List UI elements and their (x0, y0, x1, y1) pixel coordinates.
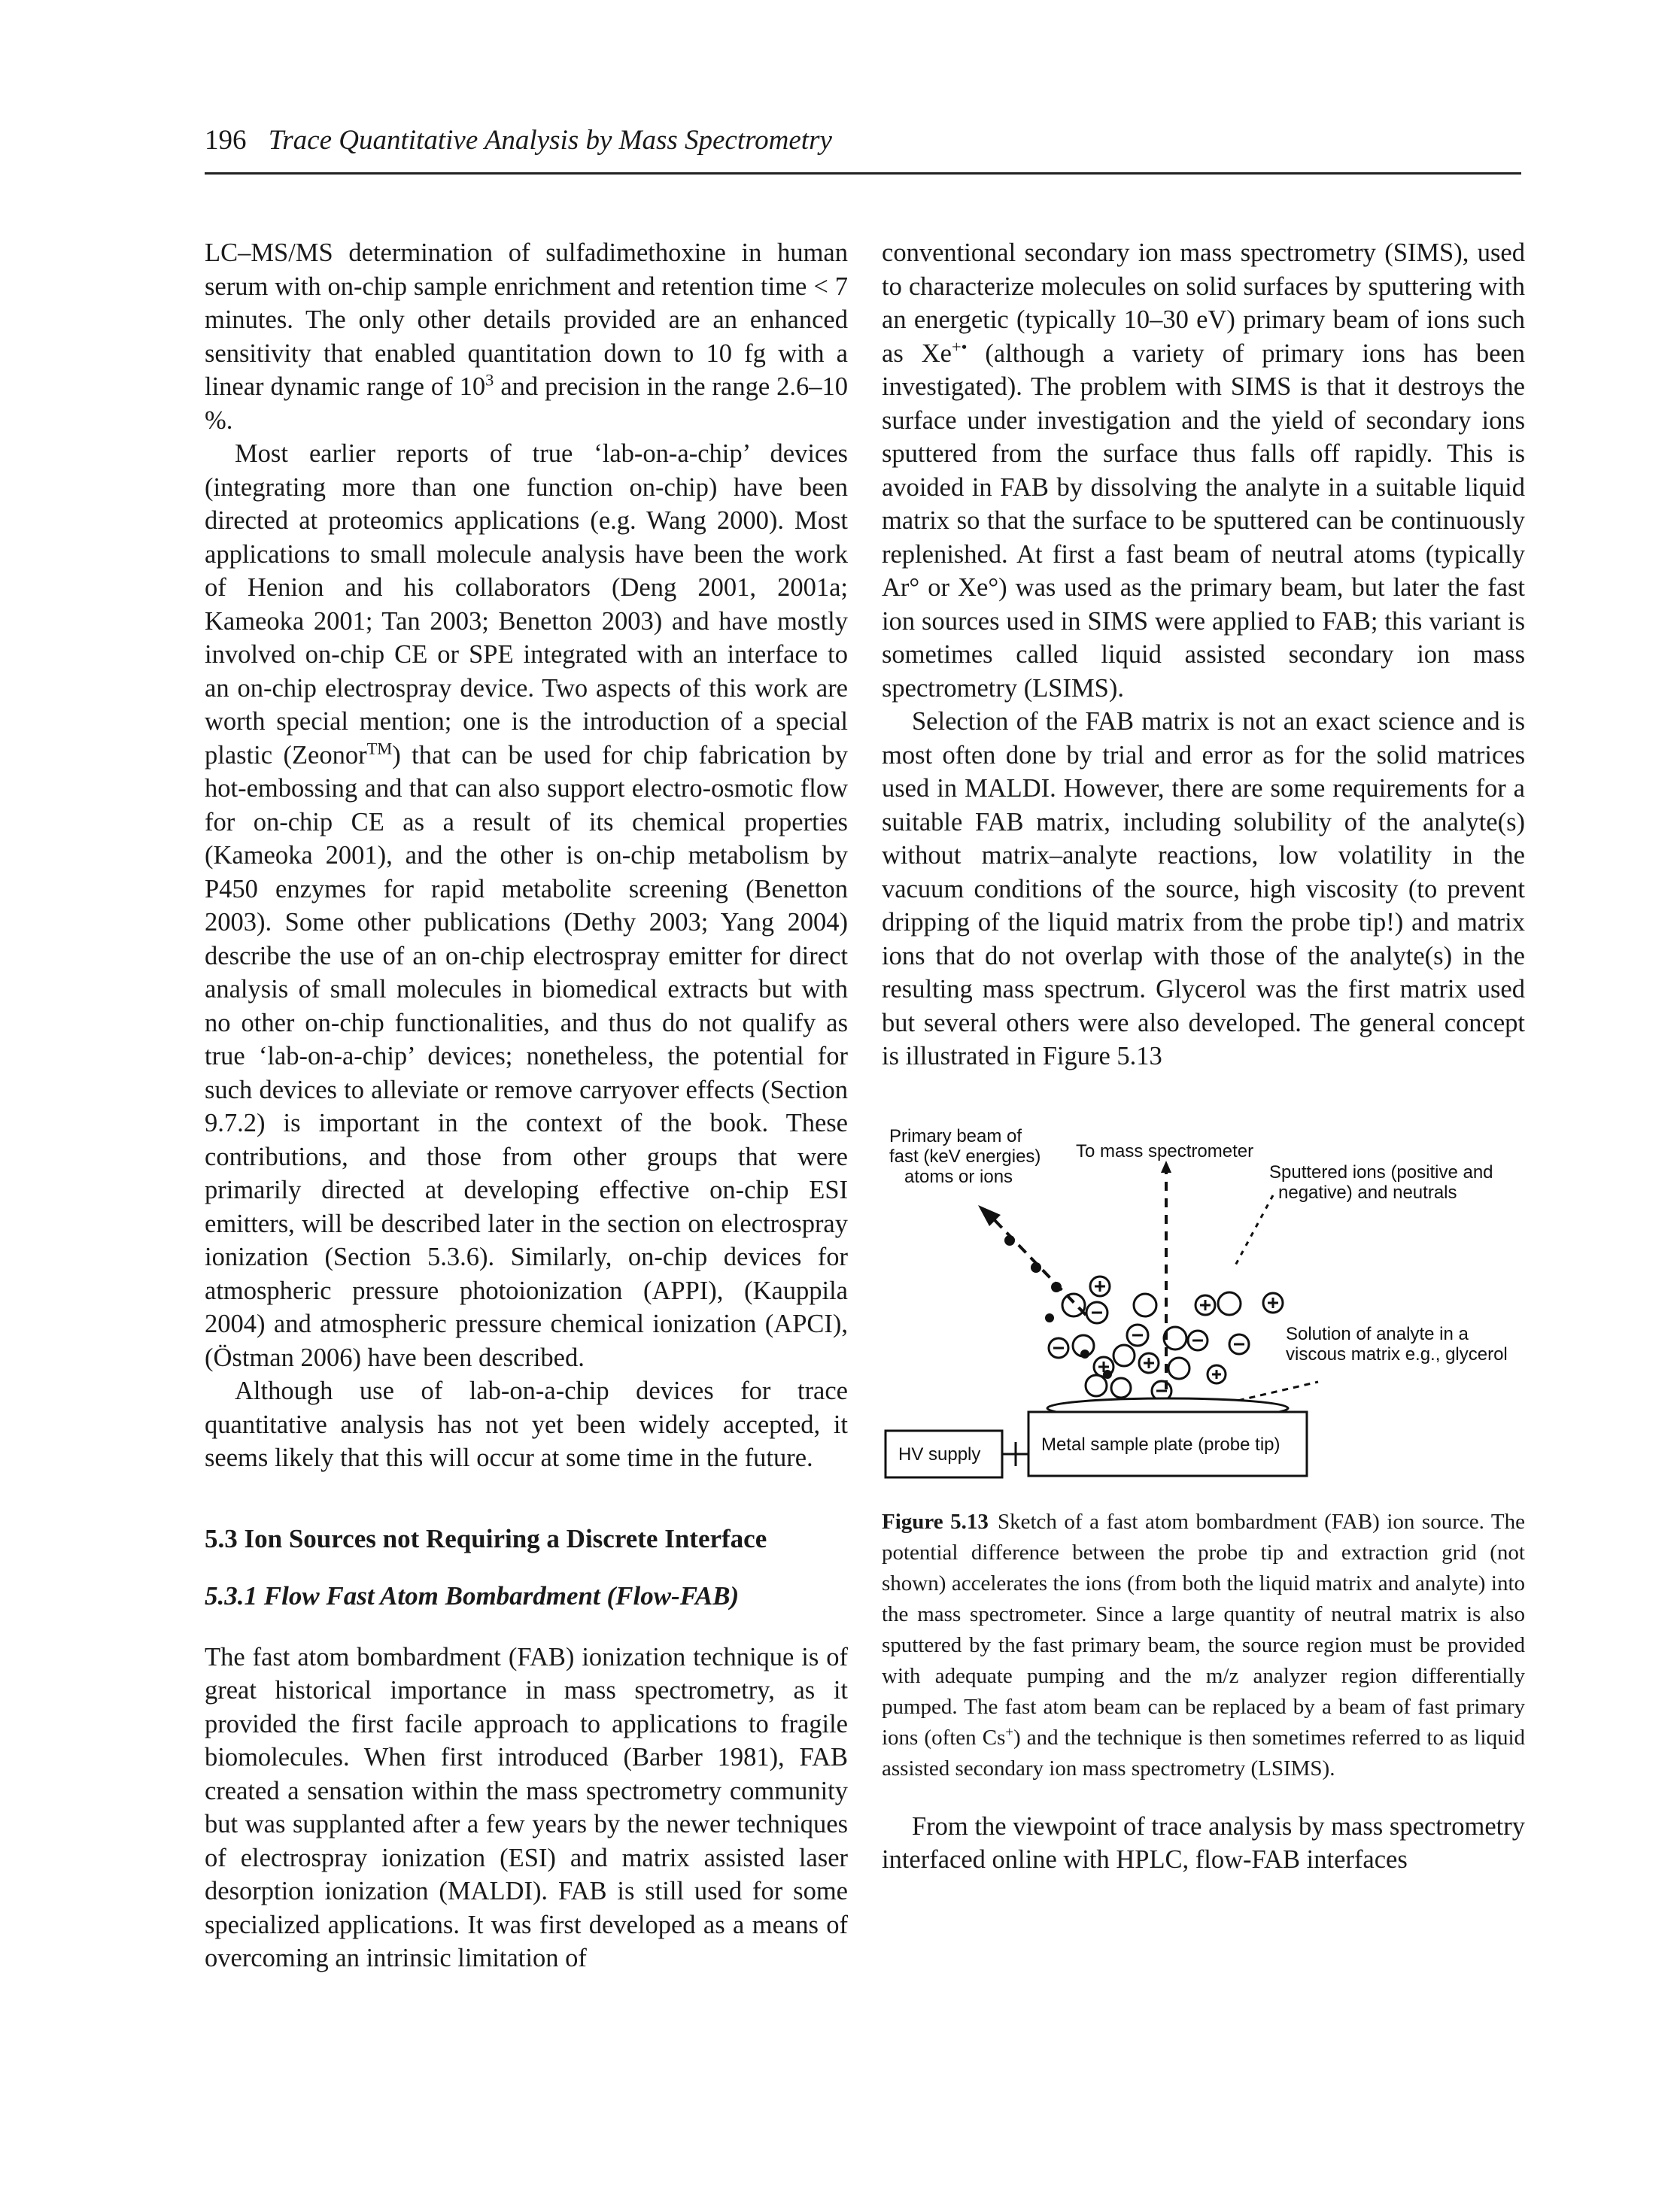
hv-supply-box (884, 1429, 1004, 1478)
label-line: fast (keV energies) (889, 1146, 1041, 1167)
sputter-path (1234, 1194, 1274, 1266)
beam-arrowhead (978, 1204, 1001, 1226)
label-line: Primary beam of (889, 1125, 1022, 1146)
paragraph: Although use of lab-on-a-chip devices fo… (205, 1377, 848, 1472)
primary-beam-path (993, 1219, 1090, 1319)
atom (1051, 1281, 1062, 1292)
superscript: TM (366, 739, 393, 758)
hv-supply-label: HV supply (898, 1444, 981, 1465)
paragraph-text: ) that can be used for chip fabrication … (205, 740, 848, 1372)
running-title: Trace Quantitative Analysis by Mass Spec… (268, 125, 832, 156)
paragraph: conventional secondary ion mass spectrom… (882, 236, 1525, 705)
left-column: LC–MS/MS determination of sulfadimethoxi… (205, 236, 848, 1975)
paragraph-text: conventional secondary ion mass spectrom… (882, 238, 1525, 368)
extraction-arrowhead (1161, 1160, 1171, 1173)
paragraph-text: (although a variety of primary ions has … (882, 339, 1525, 703)
caption-label: Figure 5.13 (882, 1509, 989, 1534)
superscript: 3 (485, 370, 494, 390)
superscript: +• (951, 337, 968, 357)
paragraph: From the viewpoint of trace analysis by … (882, 1811, 1525, 1875)
label-line: atoms or ions (904, 1166, 1013, 1187)
label-line: Solution of analyte in a (1286, 1323, 1469, 1344)
label-line: Sputtered ions (positive and (1269, 1161, 1493, 1183)
solution-label: Solution of analyte in a viscous matrix … (1286, 1324, 1508, 1365)
sample-plate-box (1027, 1410, 1308, 1477)
atom (1004, 1234, 1015, 1246)
subsection-heading: 5.3.1 Flow Fast Atom Bombardment (Flow-F… (205, 1580, 740, 1611)
atom (1031, 1262, 1041, 1273)
caption-text: ) and the technique is then sometimes re… (882, 1725, 1525, 1781)
fab-diagram (884, 1160, 1319, 1478)
paragraph: LC–MS/MS determination of sulfadimethoxi… (205, 236, 848, 437)
label-line: viscous matrix e.g., glycerol (1286, 1343, 1508, 1365)
sample-plate-label: Metal sample plate (probe tip) (1041, 1434, 1281, 1455)
ion-cloud (1047, 1275, 1284, 1401)
paragraph: The fast atom bombardment (FAB) ionizati… (205, 1642, 848, 1973)
fab-figure: Primary beam of fast (keV energies) atom… (882, 1126, 1525, 1480)
running-head: 196 Trace Quantitative Analysis by Mass … (205, 124, 1521, 175)
superscript: + (1005, 1724, 1014, 1741)
paragraph-text: Most earlier reports of true ‘lab-on-a-c… (205, 439, 848, 770)
solution-pointer (1205, 1380, 1319, 1409)
paragraph: Most earlier reports of true ‘lab-on-a-c… (205, 437, 848, 1374)
caption-text: Sketch of a fast atom bombardment (FAB) … (882, 1509, 1525, 1750)
page-number: 196 (205, 125, 247, 156)
paragraph-text: LC–MS/MS determination of sulfadimethoxi… (205, 238, 848, 401)
sputtered-label: Sputtered ions (positive and negative) a… (1269, 1162, 1493, 1203)
paragraph: Selection of the FAB matrix is not an ex… (882, 707, 1525, 1070)
to-ms-label: To mass spectrometer (1076, 1140, 1254, 1161)
right-column: conventional secondary ion mass spectrom… (882, 236, 1525, 1877)
atom (1045, 1313, 1054, 1322)
paragraph-text: and precision in the range 2.6–10 %. (205, 372, 849, 435)
primary-beam-label: Primary beam of fast (keV energies) atom… (889, 1126, 1041, 1187)
label-line: negative) and neutrals (1278, 1182, 1457, 1203)
section-heading: 5.3 Ion Sources not Requiring a Discrete… (205, 1523, 767, 1553)
